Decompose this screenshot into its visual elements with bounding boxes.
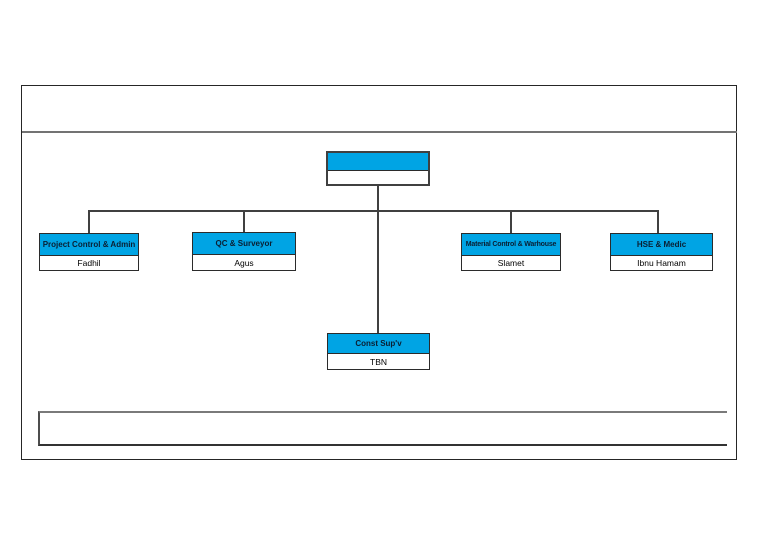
node-qc-surveyor: QC & Surveyor Agus — [192, 232, 296, 271]
connector-drop-child-1 — [88, 210, 90, 233]
node-hse-medic: HSE & Medic Ibnu Hamam — [610, 233, 713, 271]
node-title-cell: HSE & Medic — [611, 234, 712, 256]
root-node — [326, 151, 430, 186]
node-title-cell: Material Control & Warhouse — [462, 234, 560, 256]
node-name-cell: Ibnu Hamam — [611, 256, 712, 270]
root-name-cell — [328, 171, 428, 184]
node-material-control-warhouse: Material Control & Warhouse Slamet — [461, 233, 561, 271]
chart-frame — [21, 85, 737, 460]
node-name-cell: Slamet — [462, 256, 560, 270]
title-band-divider — [22, 131, 737, 133]
connector-drop-child-2 — [243, 210, 245, 232]
node-name-cell: TBN — [328, 354, 429, 369]
node-title-cell: Project Control & Admin — [40, 234, 138, 256]
title-band — [23, 87, 735, 130]
connector-root-to-sub — [377, 186, 379, 333]
connector-drop-child-4 — [657, 210, 659, 233]
root-title-cell — [328, 153, 428, 171]
node-title-cell: Const Sup'v — [328, 334, 429, 354]
node-project-control-admin: Project Control & Admin Fadhil — [39, 233, 139, 271]
node-name-cell: Fadhil — [40, 256, 138, 270]
node-const-supv: Const Sup'v TBN — [327, 333, 430, 370]
connector-horizontal-bus — [88, 210, 658, 212]
node-name-cell: Agus — [193, 255, 295, 270]
node-title-cell: QC & Surveyor — [193, 233, 295, 255]
footer-band — [38, 411, 727, 446]
connector-drop-child-3 — [510, 210, 512, 233]
